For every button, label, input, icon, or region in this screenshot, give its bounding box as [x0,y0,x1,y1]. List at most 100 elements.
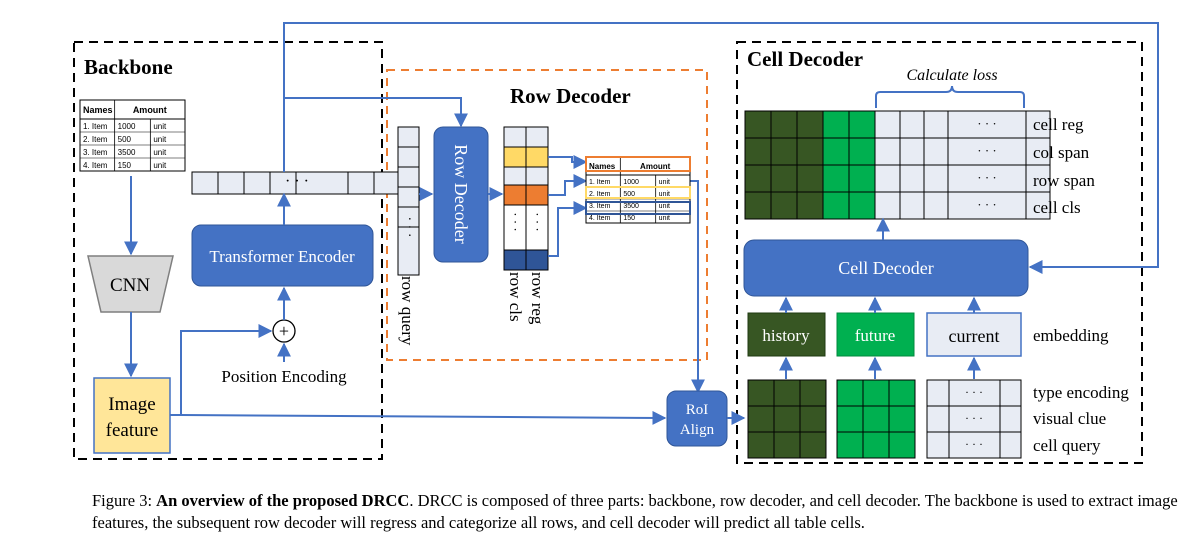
output-label-cell-reg: cell reg [1033,115,1084,134]
row-table-header-names: Names [589,162,616,171]
row-output-cell [503,184,527,206]
add-operator-label: + [279,321,289,341]
output-grid-ellipsis: · · · [977,170,997,185]
output-grid-ellipsis: · · · [977,116,997,131]
row-output-cell [525,184,549,206]
history-grid-cell [799,405,827,433]
row-highlight-2 [585,186,691,199]
caption-rest: . DRCC is composed of three parts: backb… [92,491,1178,532]
row-output-cell [503,126,527,148]
embedding-label: embedding [1033,326,1109,345]
input-table-cell: unit [153,135,167,144]
arrow-row2 [548,174,588,196]
output-label-cell-cls: cell cls [1033,198,1081,217]
row-table-cell: 1. Item [589,179,611,186]
current-grid-cell [999,431,1022,459]
output-grid-cell [923,137,949,166]
row-output-cell [525,146,549,168]
current-grid-cell [926,431,950,459]
output-grid-cell [923,164,949,193]
output-grid-cell [874,110,901,139]
backbone-title: Backbone [84,55,173,79]
output-grid-ellipsis: · · · [977,197,997,212]
input-table-header-names: Names [83,105,113,115]
token-cell [191,171,219,195]
future-grid-cell [836,431,864,459]
output-grid-cell [848,164,876,193]
input-label-type-encoding: type encoding [1033,383,1129,402]
output-grid-cell [923,191,949,220]
loss-brace [875,85,1025,108]
row-table-cell: 2. Item [589,191,611,198]
output-grid-cell [822,110,850,139]
output-grid-cell [874,164,901,193]
token-gap-cell [295,171,349,195]
future-grid-cell [862,379,890,407]
arrow-tokens-to-celldecoder [283,22,1159,274]
future-grid-cell [862,431,890,459]
roi-label-1: RoI [686,402,709,418]
row-output-cell [525,249,549,271]
input-labels: type encoding visual clue cell query [1033,383,1129,455]
row-table-cell: 3500 [623,203,639,210]
future-grid-cell [836,379,864,407]
backbone-frame [73,41,383,460]
row-query-label: row query [398,276,417,346]
output-label-col-span: col span [1033,143,1090,162]
current-grid-cell [926,405,950,433]
output-grid-cell [1025,110,1051,139]
input-table-cell: 500 [118,135,132,144]
row-highlight-1 [585,156,691,172]
row-table-header-amount: Amount [640,162,671,171]
cnn-block [87,255,174,313]
input-table-cell: 150 [118,161,132,170]
output-grid-cell [770,137,798,166]
output-grid-cell [796,191,824,220]
output-grid-cell [947,110,1027,139]
future-grid-cell [836,405,864,433]
input-table-cell: 3. Item [83,148,108,157]
input-label-cell-query: cell query [1033,436,1101,455]
token-ellipsis: · · · [285,173,309,190]
output-grid-cell [848,191,876,220]
input-table-cell: 1000 [118,122,136,131]
future-grid-cell [888,405,916,433]
row-out-ellipsis-1: · · · [508,212,523,232]
figure-caption: Figure 3: An overview of the proposed DR… [92,490,1192,534]
row-table-cell: unit [659,203,670,210]
output-grid-cell [822,164,850,193]
row-decoder-frame [386,69,708,361]
arrow-row3 [548,201,588,257]
output-grid-cell [770,110,798,139]
current-embedding [926,312,1022,357]
row-output-cell [503,146,527,168]
row-output-cell [525,126,549,148]
input-table-cell: 3500 [118,148,136,157]
history-grid-cell [799,379,827,407]
caption-prefix: Figure 3: [92,491,157,510]
transformer-encoder-label: Transformer Encoder [209,247,355,266]
row-table-cell: unit [659,179,670,186]
output-grid-cell [822,137,850,166]
input-table-cell: unit [153,122,167,131]
input-table-cell: 4. Item [83,161,108,170]
current-grid-ellipsis: · · · [965,411,983,425]
output-grid-cell [796,110,824,139]
output-grid-cell [744,191,772,220]
row-table-cell: 3. Item [589,203,611,210]
cell-decoder-label: Cell Decoder [838,258,933,278]
output-grid-cell [770,164,798,193]
current-label: current [949,326,1000,346]
row-query-ellipsis: · · · [401,217,416,238]
cell-decoder-block [743,239,1029,297]
row-table-cell: 150 [623,215,635,222]
row-cls-label: row cls [506,272,525,322]
output-grid-cell [899,191,925,220]
row-table-cell: unit [659,215,670,222]
output-grid-cell [796,137,824,166]
current-grid-cell [999,379,1022,407]
input-table-cell: unit [153,148,167,157]
output-grid-cell [744,164,772,193]
